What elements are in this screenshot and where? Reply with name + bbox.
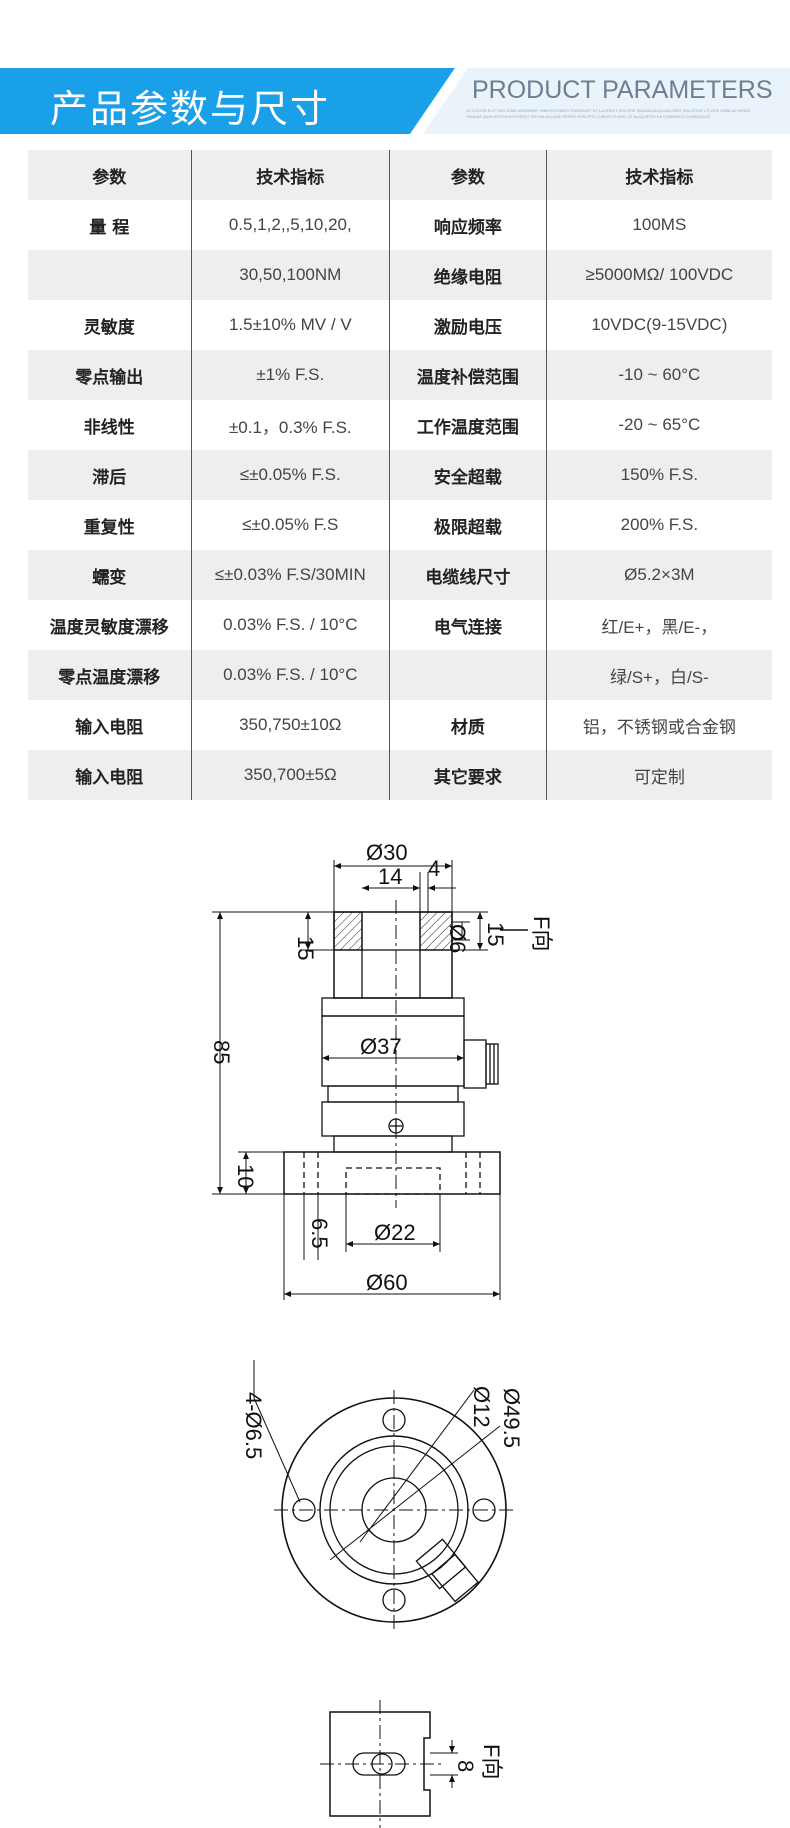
parameter-value-cell: Ø5.2×3M xyxy=(546,550,772,600)
parameter-name-cell: 响应频率 xyxy=(389,200,547,250)
parameter-value-cell: 10VDC(9-15VDC) xyxy=(546,300,772,350)
parameter-value-cell: -20 ~ 65°C xyxy=(546,400,772,450)
parameter-name-cell: 非线性 xyxy=(28,400,192,450)
dim-85: 85 xyxy=(209,1040,234,1064)
dim-15a: 15 xyxy=(293,936,318,960)
parameter-name-cell: 激励电压 xyxy=(389,300,547,350)
dim-4-holes: 4-Ø6.5 xyxy=(241,1392,266,1459)
parameter-name-cell: 其它要求 xyxy=(389,750,547,800)
parameter-name-cell: 温度灵敏度漂移 xyxy=(28,600,192,650)
parameter-value-cell: ≤±0.03% F.S/30MIN xyxy=(191,550,391,600)
dim-14: 14 xyxy=(378,864,402,889)
parameter-name-cell: 蠕变 xyxy=(28,550,192,600)
dim-d30: Ø30 xyxy=(366,840,408,865)
table-row: 零点输出±1% F.S.温度补偿范围-10 ~ 60°C xyxy=(28,350,772,400)
parameter-name-cell: 重复性 xyxy=(28,500,192,550)
force-direction-label-2: F向 xyxy=(479,1744,504,1779)
parameter-value-cell: 铝，不锈钢或合金钢 xyxy=(546,700,772,750)
page-title-english: PRODUCT PARAMETERS xyxy=(472,76,773,104)
parameter-value-cell: 150% F.S. xyxy=(546,450,772,500)
parameter-value-cell: 绿/S+，白/S- xyxy=(546,650,772,700)
page-title: 产品参数与尺寸 xyxy=(50,87,331,131)
parameter-name-cell xyxy=(389,650,547,700)
parameter-value-cell: 0.5,1,2,,5,10,20, xyxy=(191,200,391,250)
dim-d37: Ø37 xyxy=(360,1034,402,1059)
parameter-value-cell: 可定制 xyxy=(546,750,772,800)
table-row: 非线性±0.1，0.3% F.S.工作温度范围-20 ~ 65°C xyxy=(28,400,772,450)
dim-d12: Ø12 xyxy=(469,1386,494,1428)
parameter-value-cell: 350,700±5Ω xyxy=(191,750,391,800)
column-header: 技术指标 xyxy=(191,150,391,200)
parameter-value-cell: 0.03% F.S. / 10°C xyxy=(191,650,391,700)
parameter-name-cell: 工作温度范围 xyxy=(389,400,547,450)
column-header: 技术指标 xyxy=(546,150,772,200)
header-banner: 产品参数与尺寸 PRODUCT PARAMETERS OL DOLOR ELIT… xyxy=(0,68,790,134)
parameter-name-cell: 零点输出 xyxy=(28,350,192,400)
parameter-value-cell: ≥5000MΩ/ 100VDC xyxy=(546,250,772,300)
parameter-value-cell: 红/E+，黑/E-， xyxy=(546,600,772,650)
parameter-name-cell: 零点温度漂移 xyxy=(28,650,192,700)
parameter-name-cell xyxy=(28,250,192,300)
table-header-row: 参数技术指标参数技术指标 xyxy=(28,150,772,200)
parameter-name-cell: 电气连接 xyxy=(389,600,547,650)
force-direction-label: F向 xyxy=(529,916,554,951)
parameter-value-cell: 0.03% F.S. / 10°C xyxy=(191,600,391,650)
dim-d22: Ø22 xyxy=(374,1220,416,1245)
column-header: 参数 xyxy=(389,150,547,200)
parameter-name-cell: 绝缘电阻 xyxy=(389,250,547,300)
parameter-value-cell: ±1% F.S. xyxy=(191,350,391,400)
parameter-name-cell: 输入电阻 xyxy=(28,700,192,750)
dim-10: 10 xyxy=(233,1164,258,1188)
parameter-name-cell: 材质 xyxy=(389,700,547,750)
dim-d6: Ø6 xyxy=(445,924,470,953)
parameter-value-cell: 200% F.S. xyxy=(546,500,772,550)
clevis-detail-view: 8 F向 xyxy=(320,1700,504,1828)
parameter-value-cell: 100MS xyxy=(546,200,772,250)
banner-background xyxy=(0,68,790,134)
side-view: Ø30 14 4 15 Ø6 15 F向 Ø37 85 10 Ø22 xyxy=(209,840,554,1300)
parameter-name-cell: 电缆线尺寸 xyxy=(389,550,547,600)
parameter-name-cell: 温度补偿范围 xyxy=(389,350,547,400)
parameter-value-cell: ±0.1，0.3% F.S. xyxy=(191,400,391,450)
dim-d60: Ø60 xyxy=(366,1270,408,1295)
dimension-drawing: Ø30 14 4 15 Ø6 15 F向 Ø37 85 10 Ø22 xyxy=(209,840,554,1828)
parameter-value-cell: ≤±0.05% F.S xyxy=(191,500,391,550)
parameter-name-cell: 滞后 xyxy=(28,450,192,500)
column-header: 参数 xyxy=(28,150,192,200)
parameter-value-cell: 1.5±10% MV / V xyxy=(191,300,391,350)
top-view: 4-Ø6.5 Ø12 Ø49.5 xyxy=(241,1360,524,1630)
parameter-value-cell: ≤±0.05% F.S. xyxy=(191,450,391,500)
parameter-name-cell: 灵敏度 xyxy=(28,300,192,350)
dim-4: 4 xyxy=(428,856,440,881)
parameter-name-cell: 安全超载 xyxy=(389,450,547,500)
parameter-value-cell: -10 ~ 60°C xyxy=(546,350,772,400)
parameter-name-cell: 量 程 xyxy=(28,200,192,250)
parameter-name-cell: 极限超载 xyxy=(389,500,547,550)
parameter-name-cell: 输入电阻 xyxy=(28,750,192,800)
dim-6-5: 6.5 xyxy=(307,1218,332,1249)
banner-fine-print: OL DOLOR ELIT SED DIAM NONUMMY NIBH EUIS… xyxy=(466,108,750,119)
parameter-value-cell: 350,750±10Ω xyxy=(191,700,391,750)
parameter-value-cell: 30,50,100NM xyxy=(191,250,391,300)
dim-8: 8 xyxy=(453,1760,478,1772)
dim-15b: 15 xyxy=(483,922,508,946)
dim-d49-5: Ø49.5 xyxy=(499,1388,524,1448)
